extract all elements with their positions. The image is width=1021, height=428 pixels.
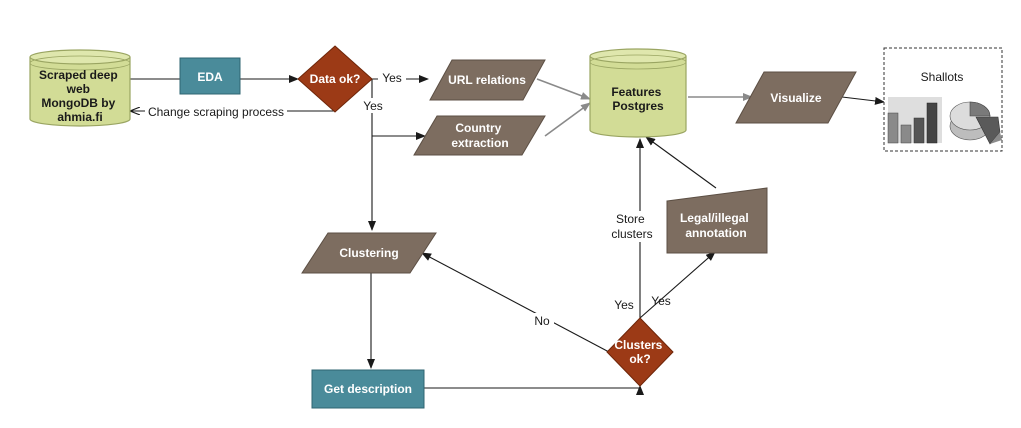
edge-country-to-features (544, 102, 591, 137)
edge-label-store: Store (616, 212, 645, 226)
get-description-label: Get description (324, 382, 412, 396)
features-db-label: Features Postgres (611, 85, 664, 113)
scraped-db-node[interactable]: Scraped deep web MongoDB by ahmia.fi (29, 49, 131, 127)
edge-label-yes-annotation: Yes (651, 294, 671, 308)
edge-label-clusters: clusters (611, 227, 652, 241)
eda-node[interactable]: EDA (179, 57, 241, 95)
edge-description-to-clusters-ok (424, 385, 644, 395)
edge-clusters-ok-annotation (639, 251, 716, 319)
eda-label: EDA (197, 70, 223, 84)
data-ok-decision[interactable]: Data ok? (297, 45, 373, 113)
data-ok-label: Data ok? (310, 72, 361, 86)
edge-url-to-features (536, 78, 591, 100)
edge-visualize-to-shallots (841, 96, 885, 105)
clusters-ok-label: Clusters ok? (614, 338, 665, 366)
shallots-label: Shallots (921, 70, 964, 84)
edge-label-yes-url: Yes (382, 71, 402, 85)
features-db-node[interactable]: Features Postgres (589, 48, 687, 138)
annotation-node[interactable]: Legal/illegal annotation (666, 187, 768, 254)
country-extraction-node[interactable]: Country extraction (413, 115, 546, 156)
pie-chart-icon (949, 101, 1002, 145)
shallots-node[interactable]: Shallots (883, 47, 1003, 152)
visualize-node[interactable]: Visualize (735, 71, 857, 124)
edge-clusters-ok-no (421, 252, 610, 353)
edge-label-change-scraping: Change scraping process (148, 105, 284, 119)
edge-annotation-to-features (645, 136, 717, 189)
clustering-label: Clustering (339, 246, 398, 260)
url-relations-node[interactable]: URL relations (429, 59, 546, 101)
clusters-ok-decision[interactable]: Clusters ok? (606, 317, 674, 387)
edge-labels: Yes Yes Change scraping process Store cl… (145, 70, 671, 328)
annotation-label: Legal/illegal annotation (680, 211, 752, 240)
scraped-db-label: Scraped deep web MongoDB by ahmia.fi (39, 68, 121, 124)
edge-label-yes-store: Yes (614, 298, 634, 312)
edge-label-store-clusters: Store clusters (611, 212, 652, 241)
get-description-node[interactable]: Get description (311, 369, 425, 409)
country-extraction-label: Country extraction (451, 121, 508, 150)
bar-chart-icon (887, 97, 942, 144)
url-relations-label: URL relations (448, 73, 526, 87)
edge-label-no: No (534, 314, 550, 328)
clustering-node[interactable]: Clustering (301, 232, 437, 274)
visualize-label: Visualize (770, 91, 821, 105)
edge-label-yes-down: Yes (363, 99, 383, 113)
